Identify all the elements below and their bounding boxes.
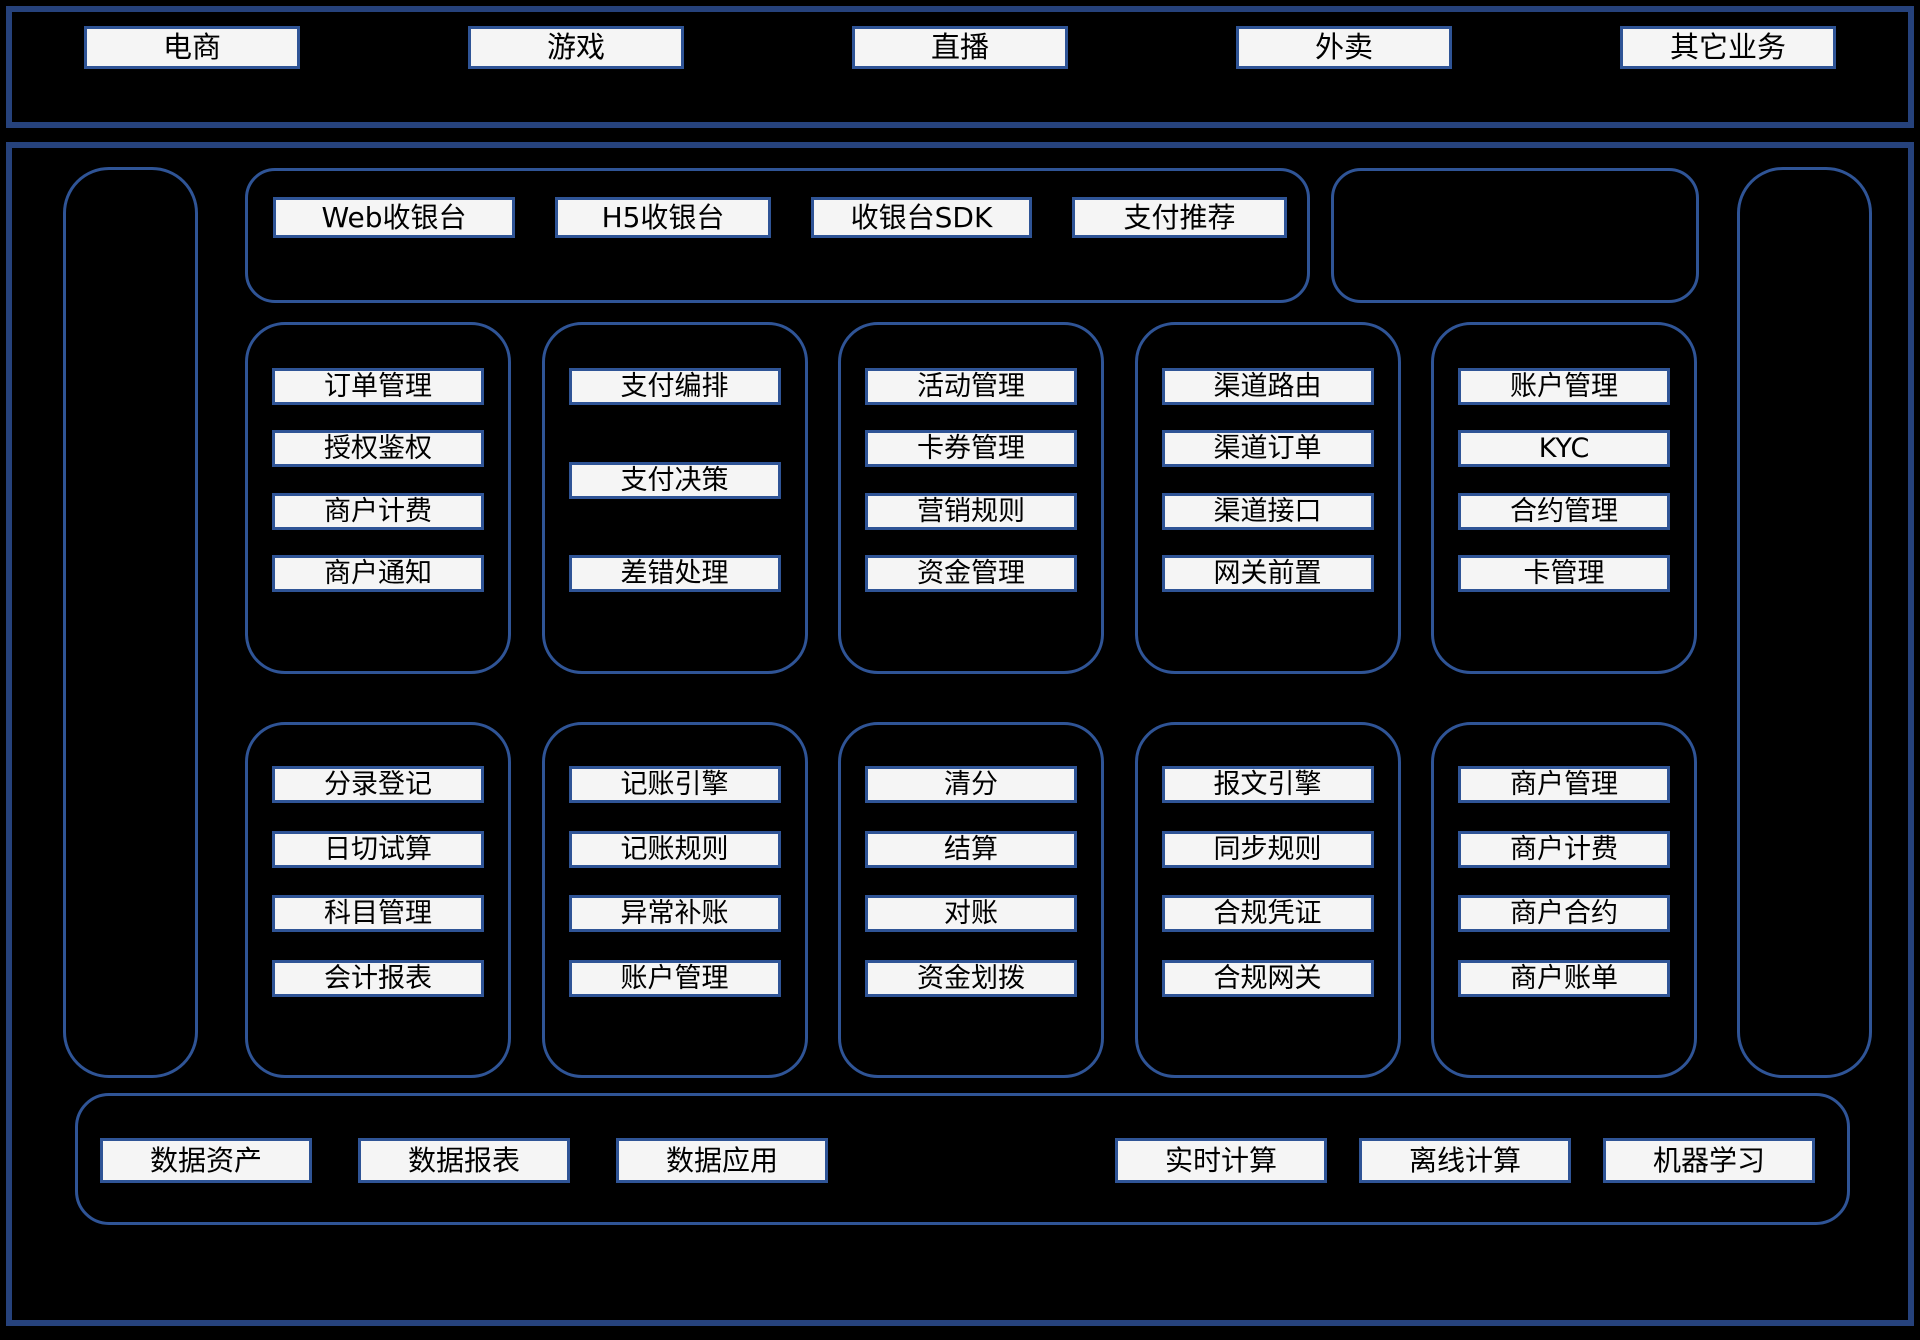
data-box: 数据应用: [616, 1138, 828, 1183]
module-box: 账户管理: [1458, 368, 1670, 405]
module-box: 授权鉴权: [272, 430, 484, 468]
module-box: 合规网关: [1161, 959, 1374, 997]
data-box: 实时计算: [1115, 1138, 1327, 1183]
module-box: 结算: [865, 830, 1077, 868]
cashier-access-boxes: Web收银台 H5收银台收银台SDK 支付推荐: [248, 171, 1307, 238]
business-box: 游戏: [468, 26, 684, 69]
channel-group: 渠道路由渠道订单渠道接口网关前置: [1134, 322, 1401, 674]
data-layer-left-boxes: 数据资产 数据报表 数据应用: [100, 1138, 828, 1183]
data-layer: 数据资产 数据报表 数据应用 实时计算离线计算机器学习: [75, 1093, 1850, 1225]
module-box: 同步规则: [1161, 830, 1374, 868]
module-box: 合约管理: [1458, 492, 1670, 530]
right-sidebar-panel: [1737, 167, 1872, 1078]
module-box: 资金管理: [865, 554, 1077, 592]
module-box: 商户账单: [1458, 959, 1670, 997]
module-box: 卡管理: [1458, 554, 1670, 592]
module-box: 商户计费: [1458, 830, 1670, 868]
module-box: 活动管理: [865, 368, 1077, 405]
module-box: 差错处理: [568, 555, 781, 592]
cashier-access-group: Web收银台 H5收银台收银台SDK 支付推荐: [245, 168, 1310, 303]
module-box: 卡券管理: [865, 430, 1077, 468]
module-box: 记账引擎: [568, 766, 781, 803]
module-box: 合规凭证: [1161, 895, 1374, 933]
module-box: KYC: [1458, 430, 1670, 468]
access-box: Web收银台: [273, 197, 515, 238]
module-box: 账户管理: [568, 959, 781, 997]
compliance-group: 报文引擎同步规则合规凭证合规网关: [1134, 722, 1401, 1078]
module-box: 报文引擎: [1161, 766, 1374, 803]
module-box: 异常补账: [568, 895, 781, 933]
business-box: 电商: [84, 26, 300, 69]
business-layer-boxes: 电商 游戏 直播 外卖 其它业务: [12, 12, 1908, 69]
business-box: 外卖: [1236, 26, 1452, 69]
data-box: 数据资产: [100, 1138, 312, 1183]
payment-core-row: 订单管理授权鉴权商户计费商户通知 支付编排支付决策差错处理 活动管理卡券管理营销…: [245, 322, 1697, 674]
clearing-group: 清分结算对账资金划拨: [838, 722, 1104, 1078]
access-box: 支付推荐: [1072, 197, 1287, 238]
module-box: 商户计费: [272, 492, 484, 530]
business-layer: 电商 游戏 直播 外卖 其它业务: [6, 6, 1914, 128]
data-box: 数据报表: [358, 1138, 570, 1183]
business-box: 其它业务: [1620, 26, 1836, 69]
module-box: 支付决策: [568, 461, 781, 499]
left-sidebar-panel: [63, 167, 198, 1078]
access-box: H5收银台: [555, 197, 771, 238]
module-box: 日切试算: [272, 830, 484, 868]
bookkeeping-group: 记账引擎记账规则异常补账账户管理: [541, 722, 808, 1078]
payment-orchestration-group: 支付编排支付决策差错处理: [541, 322, 808, 674]
business-box: 直播: [852, 26, 1068, 69]
module-box: 资金划拨: [865, 959, 1077, 997]
module-box: 商户通知: [272, 554, 484, 592]
accounting-row: 分录登记日切试算科目管理会计报表 记账引擎记账规则异常补账账户管理 清分结算对账…: [245, 722, 1697, 1078]
module-box: 网关前置: [1161, 554, 1374, 592]
ledger-group: 分录登记日切试算科目管理会计报表: [245, 722, 511, 1078]
account-group: 账户管理 KYC 合约管理卡管理: [1431, 322, 1697, 674]
module-box: 订单管理: [272, 368, 484, 405]
marketing-group: 活动管理卡券管理营销规则资金管理: [838, 322, 1104, 674]
data-layer-right-boxes: 实时计算离线计算机器学习: [1115, 1138, 1815, 1183]
module-box: 记账规则: [568, 830, 781, 868]
module-box: 商户管理: [1458, 766, 1670, 803]
module-box: 清分: [865, 766, 1077, 803]
module-box: 渠道接口: [1161, 492, 1374, 530]
module-box: 商户合约: [1458, 895, 1670, 933]
data-box: 机器学习: [1603, 1138, 1815, 1183]
module-box: 支付编排: [568, 368, 781, 405]
merchant-group: 商户管理商户计费商户合约商户账单: [1431, 722, 1697, 1078]
module-box: 营销规则: [865, 492, 1077, 530]
module-box: 渠道路由: [1161, 368, 1374, 405]
module-box: 科目管理: [272, 895, 484, 933]
empty-group: [1331, 168, 1699, 303]
access-box: 收银台SDK: [811, 197, 1032, 238]
module-box: 会计报表: [272, 959, 484, 997]
module-box: 分录登记: [272, 766, 484, 803]
data-box: 离线计算: [1359, 1138, 1571, 1183]
module-box: 对账: [865, 895, 1077, 933]
module-box: 渠道订单: [1161, 430, 1374, 468]
order-group: 订单管理授权鉴权商户计费商户通知: [245, 322, 511, 674]
